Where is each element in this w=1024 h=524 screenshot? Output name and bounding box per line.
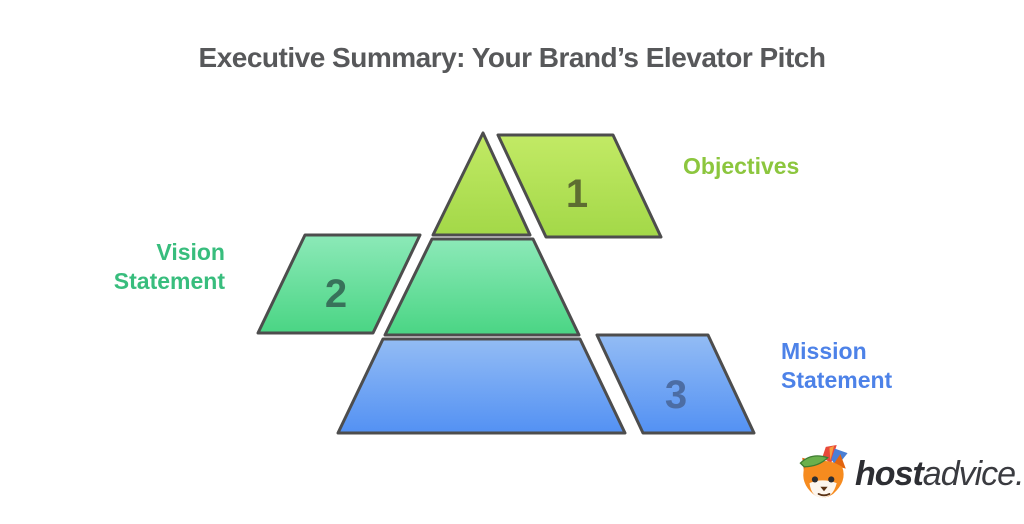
- logo-text-advice: advice.: [922, 454, 1024, 493]
- logo-text-host: host: [855, 454, 924, 493]
- tier2-label: Vision Statement: [113, 239, 225, 294]
- logo-wordmark: hostadvice.: [855, 455, 1024, 494]
- pyramid-tier1-triangle: [431, 131, 532, 237]
- tier3-label: Mission Statement: [781, 338, 893, 393]
- tier2-slice-parallelogram: [256, 233, 422, 335]
- tier3-number: 3: [665, 373, 687, 417]
- tier1-number: 1: [566, 172, 588, 216]
- tier2-number: 2: [325, 272, 347, 316]
- pyramid-tier2-trapezoid: [383, 237, 581, 337]
- tier1-slice-parallelogram: [496, 133, 663, 239]
- tier3-slice-parallelogram: [595, 333, 756, 435]
- tier1-label: Objectives: [683, 153, 800, 179]
- page-title: Executive Summary: Your Brand’s Elevator…: [198, 42, 826, 73]
- fox-mascot-icon: [799, 445, 848, 498]
- hostadvice-logo: hostadvice.: [795, 445, 1024, 503]
- pyramid-tier3-trapezoid: [336, 337, 627, 435]
